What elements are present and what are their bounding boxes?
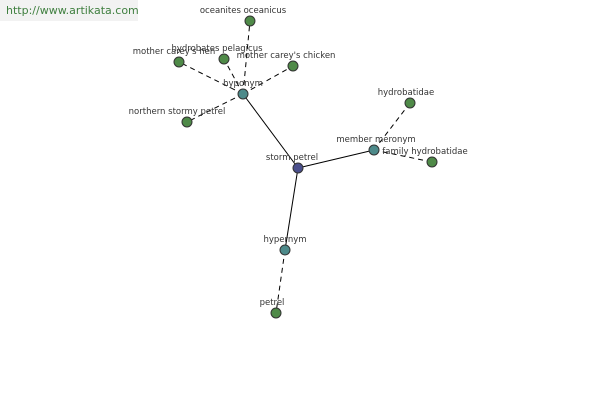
artikata-watermark[interactable]: http://www.artikata.com <box>0 0 139 21</box>
edge-hyponym-mothers-hen <box>178 61 244 95</box>
node-storm-petrel[interactable] <box>292 162 304 174</box>
edge-center-hypernym <box>284 167 299 251</box>
node-mother-careys-hen[interactable] <box>173 56 185 68</box>
node-petrel[interactable] <box>270 307 282 319</box>
edge-center-hyponym <box>242 93 299 169</box>
label-hypernym[interactable]: hypernym <box>263 235 306 245</box>
edge-hyponym-oceanites <box>242 20 251 95</box>
label-mother-careys-chicken[interactable]: mother carey's chicken <box>237 51 336 61</box>
label-petrel[interactable]: petrel <box>260 298 285 308</box>
label-mother-careys-hen[interactable]: mother carey's hen <box>133 47 216 57</box>
edge-center-member-meronym <box>297 149 375 169</box>
edge-hyponym-hydrobates <box>223 58 244 95</box>
label-family-hydrobatidae[interactable]: family hydrobatidae <box>382 147 467 157</box>
node-oceanites-oceanicus[interactable] <box>244 15 256 27</box>
node-hypernym[interactable] <box>279 244 291 256</box>
edge-hypernym-petrel <box>275 249 286 314</box>
label-oceanites-oceanicus[interactable]: oceanites oceanicus <box>200 6 287 16</box>
label-member-meronym[interactable]: member meronym <box>336 135 415 145</box>
label-hyponym[interactable]: hyponym <box>223 79 263 89</box>
label-northern-stormy-petrel[interactable]: northern stormy petrel <box>129 107 226 117</box>
edge-meronym-family <box>373 149 433 163</box>
node-northern-stormy-petrel[interactable] <box>181 116 193 128</box>
label-storm-petrel[interactable]: storm petrel <box>266 153 318 163</box>
edge-hyponym-northern <box>186 93 244 123</box>
label-hydrobatidae[interactable]: hydrobatidae <box>378 88 434 98</box>
node-hydrobates-pelagicus[interactable] <box>218 53 230 65</box>
node-mother-careys-chicken[interactable] <box>287 60 299 72</box>
node-member-meronym[interactable] <box>368 144 380 156</box>
node-hyponym[interactable] <box>237 88 249 100</box>
label-hydrobates-pelagicus[interactable]: hydrobates pelagicus <box>171 44 263 54</box>
node-hydrobatidae[interactable] <box>404 97 416 109</box>
edge-hyponym-mothers-chicken <box>242 65 294 95</box>
edge-meronym-hydrobatidae <box>373 102 411 151</box>
node-family-hydrobatidae[interactable] <box>426 156 438 168</box>
